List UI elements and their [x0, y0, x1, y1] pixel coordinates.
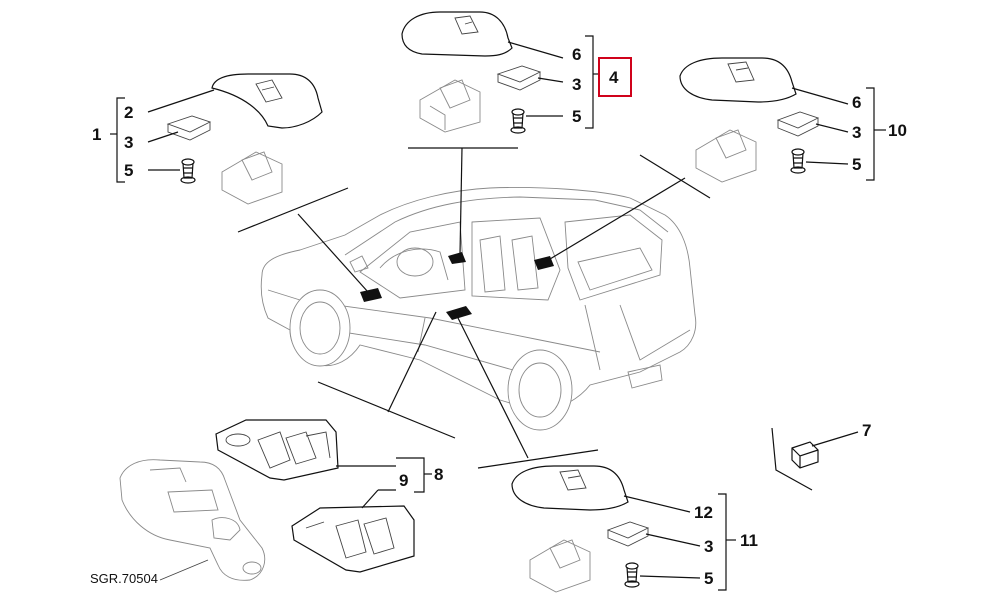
label-7: 7 — [862, 421, 871, 440]
label-5-bottom: 5 — [704, 569, 713, 588]
group-11-parts — [511, 465, 736, 593]
label-12: 12 — [694, 503, 713, 522]
label-2: 2 — [124, 103, 133, 122]
screw-icon — [790, 148, 806, 174]
screw-icon — [180, 158, 196, 184]
label-3-bottom: 3 — [704, 537, 713, 556]
label-4: 4 — [609, 68, 619, 87]
label-10: 10 — [888, 121, 907, 140]
group-10-parts — [679, 57, 886, 183]
label-6-top: 6 — [572, 45, 581, 64]
label-9: 9 — [399, 471, 408, 490]
group-4-parts — [401, 11, 600, 134]
group-1-parts — [110, 73, 323, 205]
label-5-top: 5 — [572, 107, 581, 126]
leader-lines — [237, 147, 711, 469]
label-11: 11 — [740, 531, 758, 550]
label-3-top: 3 — [572, 75, 581, 94]
car-illustration — [260, 187, 697, 431]
screw-icon — [510, 108, 526, 134]
label-1: 1 — [92, 125, 101, 144]
label-6-right: 6 — [852, 93, 861, 112]
label-5-right: 5 — [852, 155, 861, 174]
part-7-switch — [771, 427, 859, 491]
label-3-right: 3 — [852, 123, 861, 142]
label-8: 8 — [434, 465, 443, 484]
label-3-left: 3 — [124, 133, 133, 152]
highlight-box — [598, 57, 632, 97]
label-5-left: 5 — [124, 161, 133, 180]
drawing-reference: SGR.70504 — [90, 571, 158, 586]
screw-icon — [624, 562, 640, 588]
group-8-parts — [119, 419, 432, 581]
